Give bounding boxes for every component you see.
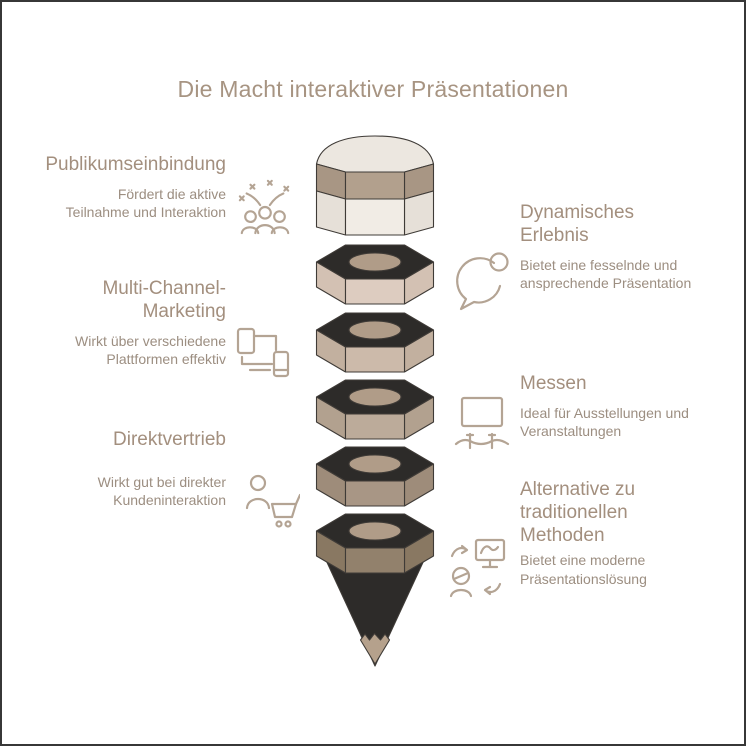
celebration-audience-icon [236,178,294,241]
benefit-item-dynamisches-erlebnis: Dynamisches Erlebnis Bietet eine fesseln… [520,202,720,292]
item-heading: Dynamisches Erlebnis [520,202,635,246]
pencil-hex-segment [315,244,435,305]
connected-devices-icon [234,326,294,389]
item-description: Wirkt über verschiedene Plattformen effe… [75,332,226,367]
item-heading: Alternative zu traditionellen Methoden [520,479,636,546]
benefit-item-alternative-methoden: Alternative zu traditionellen Methoden B… [520,479,700,588]
benefit-item-messen: Messen Ideal für Ausstellungen und Veran… [520,373,715,440]
pencil-hex-segment [315,379,435,440]
pencil-eraser-segment [315,135,435,236]
pencil-hex-segment [315,446,435,507]
item-description: Ideal für Ausstellungen und Veranstaltun… [520,404,689,439]
item-description: Bietet eine moderne Präsentationslösung [520,552,647,587]
item-heading: Publikumseinbindung [45,154,226,175]
speech-bubble-icon [454,248,510,317]
item-heading: Direktvertrieb [113,429,226,450]
item-heading: Messen [520,373,587,394]
pencil-funnel-graphic [315,135,435,667]
benefit-item-publikumseinbindung: Publikumseinbindung Fördert die aktive T… [45,154,226,221]
pencil-tip-segment [315,513,435,667]
benefit-item-direktvertrieb: Direktvertrieb Wirkt gut bei direkter Ku… [74,429,226,509]
item-description: Bietet eine fesselnde und ansprechende P… [520,256,692,291]
benefit-item-multi-channel-marketing: Multi-Channel-Marketing Wirkt über versc… [51,278,226,368]
page-title: Die Macht interaktiver Präsentationen [177,76,569,102]
customer-cart-icon [242,472,302,535]
exhibition-stand-icon [454,394,510,455]
pencil-hex-segment [315,312,435,373]
item-description: Fördert die aktive Teilnahme und Interak… [65,185,226,220]
modern-presenter-icon [448,538,510,605]
item-heading: Multi-Channel-Marketing [102,278,226,322]
item-description: Wirkt gut bei direkter Kundeninteraktion [97,473,226,508]
